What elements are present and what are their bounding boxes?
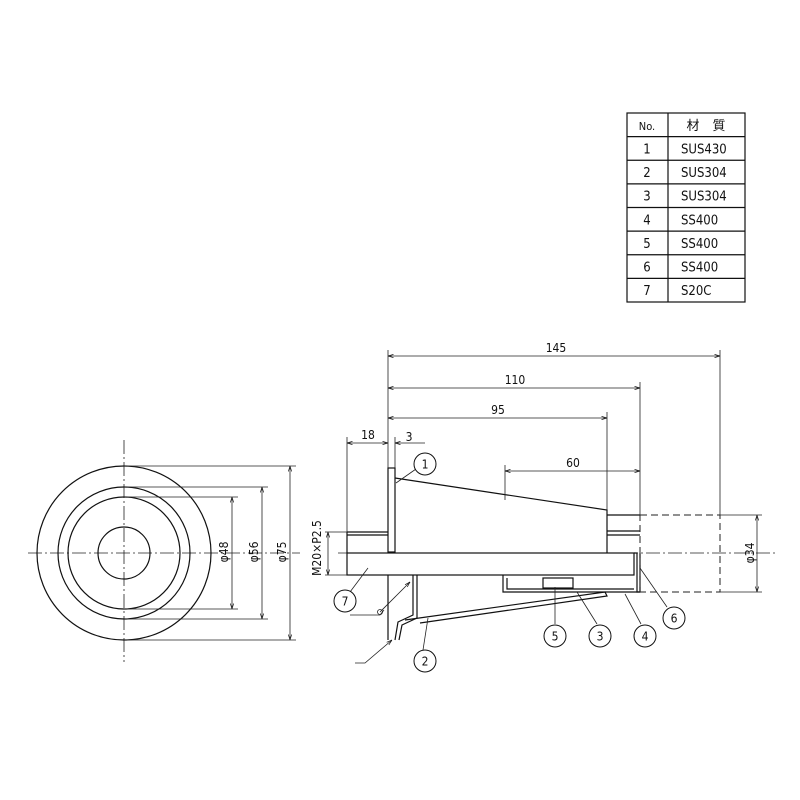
bracket-part-2 — [394, 575, 414, 641]
callout-3: 3 — [588, 624, 612, 648]
table-cell-material: SUS304 — [681, 166, 727, 181]
callout-7: 7 — [333, 589, 357, 613]
table-cell-no: 7 — [643, 284, 650, 299]
callout-number: 4 — [642, 630, 649, 644]
hole-circle — [97, 526, 151, 580]
block-part-5 — [542, 577, 574, 589]
cone — [394, 477, 608, 553]
table-cell-material: SS400 — [681, 261, 718, 276]
callout-number: 7 — [342, 595, 349, 609]
callout-number: 2 — [422, 655, 429, 669]
extension-outline — [639, 514, 721, 593]
callout-circle — [633, 624, 657, 648]
table-cell-no: 2 — [643, 166, 650, 181]
callout-1: 1 — [413, 452, 437, 476]
callout-2: 2 — [413, 649, 437, 673]
table-cell-material: SS400 — [681, 237, 718, 252]
table-header-material: 材 質 — [686, 119, 725, 134]
callout-number: 3 — [597, 630, 604, 644]
dim-60: 60 — [566, 456, 580, 470]
callout-circle — [413, 649, 437, 673]
dim-phi56: φ56 — [247, 541, 261, 562]
callout-4: 4 — [633, 624, 657, 648]
dim-thread: M20×P2.5 — [310, 520, 324, 576]
table-cell-material: SUS430 — [681, 142, 727, 157]
side-view: M20×P2.5 145 110 95 60 — [310, 341, 778, 673]
table-cell-no: 4 — [643, 213, 650, 228]
table-cell-no: 6 — [643, 261, 650, 276]
dim-phi34: φ34 — [743, 542, 757, 563]
callout-circle — [662, 606, 686, 630]
callout-circle — [333, 589, 357, 613]
callout-circle — [413, 452, 437, 476]
callout-circle — [543, 624, 567, 648]
table-header-no: No. — [639, 120, 655, 133]
callout-number: 1 — [422, 458, 429, 472]
callout-circle — [588, 624, 612, 648]
table-cell-no: 5 — [643, 237, 650, 252]
front-view: φ48 φ56 φ75 — [28, 440, 300, 662]
end-plate-part-6 — [634, 552, 641, 593]
dim-95: 95 — [491, 403, 505, 417]
callout-number: 5 — [552, 630, 559, 644]
liner-part-3 — [506, 578, 634, 590]
callout-6: 6 — [662, 606, 686, 630]
callout-5: 5 — [543, 624, 567, 648]
dim-18: 18 — [361, 428, 375, 442]
table-cell-material: SS400 — [681, 213, 718, 228]
table-cell-no: 3 — [643, 190, 650, 205]
dim-145: 145 — [546, 341, 567, 355]
dim-phi75: φ75 — [275, 542, 289, 563]
dim-110: 110 — [505, 373, 526, 387]
callout-number: 6 — [671, 612, 678, 626]
shaft-part-7 — [346, 552, 635, 576]
plate-part-1 — [387, 467, 396, 553]
table-cell-material: S20C — [681, 284, 711, 299]
channel-part-4 — [502, 575, 640, 593]
dim-3: 3 — [406, 430, 413, 444]
table-cell-material: SUS304 — [681, 190, 727, 205]
table-cell-no: 1 — [643, 142, 650, 157]
dim-phi48: φ48 — [217, 541, 231, 562]
